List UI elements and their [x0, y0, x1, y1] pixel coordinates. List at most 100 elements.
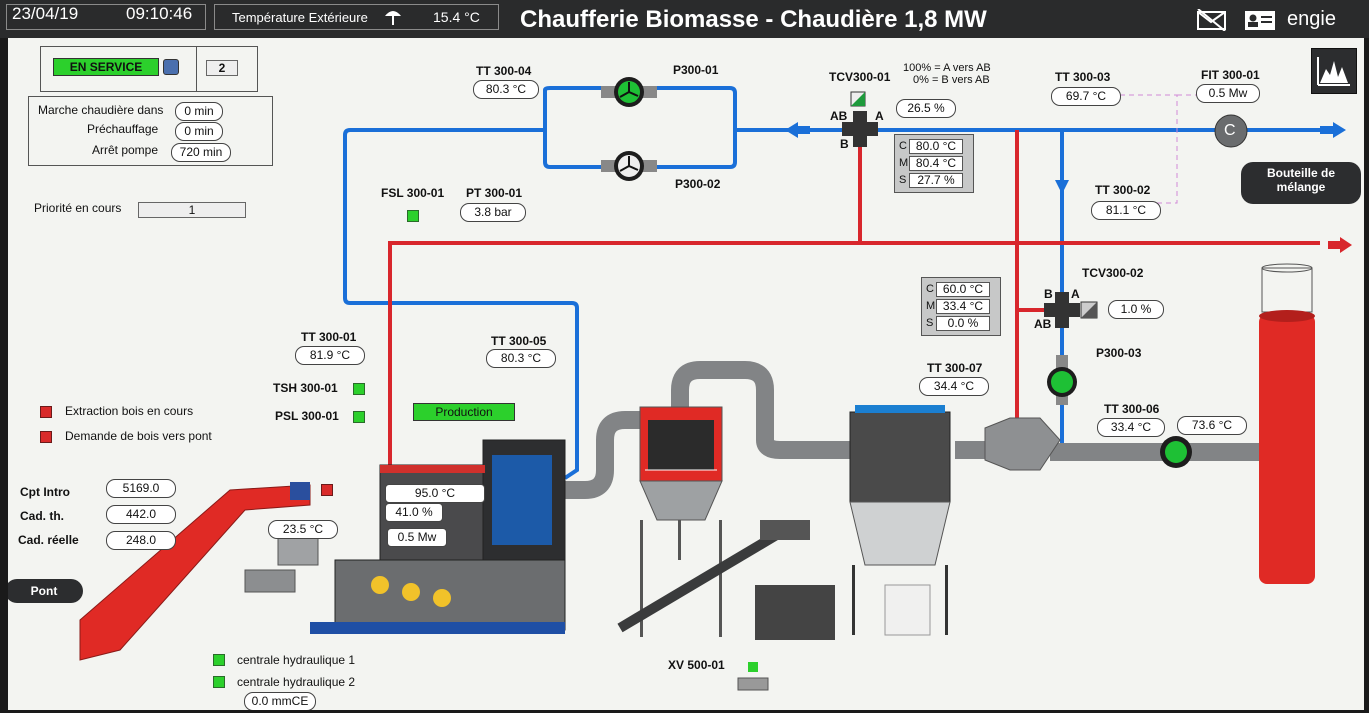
cms2-m-value: 33.4 °C [936, 299, 990, 314]
tcv1-port-a: A [875, 109, 884, 123]
boiler-temp-value[interactable]: 95.0 °C [385, 484, 485, 503]
tcv2-port-b: B [1044, 287, 1053, 301]
pump-loop-pipe [543, 86, 737, 169]
tcv-legend-b: 0% = B vers AB [913, 74, 990, 86]
outdoor-temp: 15.4 °C [433, 9, 480, 25]
counter-value-cad-reelle: 248.0 [106, 531, 176, 550]
outdoor-box [214, 4, 499, 30]
alarm-label-extraction: Extraction bois en cours [65, 404, 194, 418]
pump-p300-01-icon [601, 77, 657, 107]
tt300-07-value[interactable]: 34.4 °C [919, 377, 989, 396]
weather-icon [385, 11, 401, 25]
red-flow-pipe [388, 241, 1320, 475]
hydraulic-label-2: centrale hydraulique 2 [237, 675, 356, 689]
priority-value: 1 [138, 202, 246, 218]
cms2-m-label: M [926, 300, 936, 312]
mail-muted-icon[interactable] [1197, 9, 1227, 31]
arrow-flow-icon [785, 122, 810, 138]
tt300-07-label: TT 300-07 [927, 361, 983, 375]
tcv300-01-control-panel[interactable]: C 80.0 °C M 80.4 °C S 27.7 % [894, 134, 974, 193]
time: 09:10:46 [126, 4, 193, 23]
fit300-01-value[interactable]: 0.5 Mw [1196, 84, 1260, 103]
cms1-s-label: S [899, 174, 907, 186]
tcv300-02-value[interactable]: 1.0 % [1108, 300, 1164, 319]
tt300-06-label: TT 300-06 [1104, 402, 1160, 416]
tt300-04-label: TT 300-04 [476, 64, 532, 78]
fit300-01-label: FIT 300-01 [1201, 68, 1260, 82]
top-bar: 23/04/19 09:10:46 Température Extérieure… [0, 0, 1369, 38]
datetime-box [6, 4, 206, 30]
p300-01-label: P300-01 [673, 63, 719, 77]
boiler-percent-value[interactable]: 41.0 % [385, 503, 443, 522]
cms2-s-label: S [926, 317, 934, 329]
blue-boiler-return [343, 128, 579, 480]
pump-p300-02-icon [601, 151, 657, 181]
pump-p300-03-icon [1047, 355, 1077, 405]
counter-value-intro: 5169.0 [106, 479, 176, 498]
tt300-05-label: TT 300-05 [491, 334, 547, 348]
tcv300-02-label: TCV300-02 [1082, 266, 1144, 280]
timer-label-marche: Marche chaudière dans [38, 103, 164, 117]
status-count: 2 [206, 60, 238, 76]
tcv300-01-label: TCV300-01 [829, 70, 891, 84]
trend-chart-icon [1317, 57, 1350, 86]
tsh300-01-indicator [353, 383, 365, 395]
user-name[interactable]: engie [1287, 8, 1336, 30]
cms1-m-label: M [899, 157, 909, 169]
tcv300-01-value[interactable]: 26.5 % [896, 99, 956, 118]
chimney-icon [1259, 263, 1315, 584]
bag-filter-icon [849, 405, 951, 636]
tt300-06-value[interactable]: 33.4 °C [1097, 418, 1165, 437]
valve-tcv300-01-icon [842, 91, 878, 147]
status-settings-icon[interactable] [163, 59, 179, 75]
feeder-temp-value[interactable]: 23.5 °C [268, 520, 338, 539]
timer-label-arret: Arrêt pompe [92, 143, 159, 157]
p300-03-label: P300-03 [1096, 346, 1142, 360]
psl300-01-indicator [353, 411, 365, 423]
stack-temp-value[interactable]: 73.6 °C [1177, 416, 1247, 435]
pont-button[interactable]: Pont [8, 579, 83, 603]
alarm-indicator-extraction [40, 406, 52, 418]
tt300-01-value[interactable]: 81.9 °C [295, 346, 365, 365]
boiler-icon [310, 439, 566, 634]
counter-label-cad-reelle: Cad. réelle [18, 533, 79, 547]
user-card-icon[interactable] [1244, 9, 1276, 31]
tt300-02-label: TT 300-02 [1095, 183, 1151, 197]
cms1-c-value: 80.0 °C [909, 139, 963, 154]
bouteille-button[interactable]: Bouteille de mélange [1241, 162, 1361, 204]
tt300-03-value[interactable]: 69.7 °C [1051, 87, 1121, 106]
tcv300-02-control-panel[interactable]: C 60.0 °C M 33.4 °C S 0.0 % [921, 277, 1001, 336]
tt300-04-value[interactable]: 80.3 °C [473, 80, 539, 99]
page-title: Chaufferie Biomasse - Chaudière 1,8 MW [520, 6, 987, 33]
arrow-out-icon [1328, 237, 1352, 253]
trend-chart-button[interactable] [1311, 48, 1357, 94]
cms1-s-value: 27.7 % [909, 173, 963, 188]
ash-bin-icon [755, 585, 835, 640]
tcv2-port-ab: AB [1034, 317, 1052, 331]
production-badge: Production [413, 403, 515, 421]
counter-label-cad-th: Cad. th. [20, 509, 64, 523]
tt300-05-value[interactable]: 80.3 °C [486, 349, 556, 368]
flowmeter-label: C [1224, 122, 1236, 139]
multicyclone-icon [639, 406, 723, 637]
tcv-legend-a: 100% = A vers AB [903, 62, 991, 74]
pt300-01-value[interactable]: 3.8 bar [460, 203, 526, 222]
hydraulic-indicator-2 [213, 676, 225, 688]
tt300-01-label: TT 300-01 [301, 330, 357, 344]
cms2-c-value: 60.0 °C [936, 282, 990, 297]
timer-label-prechauffage: Préchauffage [87, 122, 159, 136]
mmce-value: 0.0 mmCE [244, 692, 316, 710]
xv500-01-label: XV 500-01 [668, 658, 725, 672]
synoptic-area: EN SERVICE 2 Marche chaudière dans 0 min… [8, 38, 1364, 710]
tsh300-01-label: TSH 300-01 [273, 381, 338, 395]
alarm-label-demande: Demande de bois vers pont [65, 429, 212, 443]
cyclone-icon [984, 417, 1061, 471]
boiler-power-value[interactable]: 0.5 Mw [387, 528, 447, 547]
tt300-02-value[interactable]: 81.1 °C [1091, 201, 1161, 220]
outdoor-label: Température Extérieure [232, 10, 368, 25]
priority-label: Priorité en cours [34, 201, 122, 215]
arrow-in-icon [1320, 122, 1346, 138]
arrow-down-icon [1055, 180, 1069, 194]
tt300-03-label: TT 300-03 [1055, 70, 1111, 84]
counter-label-intro: Cpt Intro [20, 485, 70, 499]
